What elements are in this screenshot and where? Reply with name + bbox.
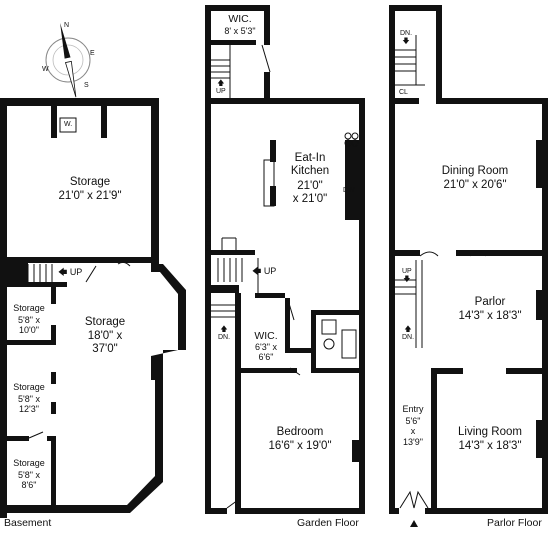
garden-stairs [211,44,301,509]
basement-fixture-label: W. [64,121,73,128]
room-name: Storage [13,303,45,313]
room-name: Storage [13,382,45,392]
basement-stair [27,261,131,283]
room-dims: 21'0" x 20'6" [443,179,507,191]
basement-walls [0,98,186,518]
parlor-floor-label: Parlor Floor [487,517,542,529]
parlor-stair-down-label-2: 🡅DN. [402,326,415,342]
room-name: Entry [402,404,424,414]
room-dims: 18'0" x 37'0" [87,330,123,356]
room-dims: 21'0" x 21'9" [58,190,122,202]
room-name: Storage [13,458,45,468]
room-name: Eat-In Kitchen [290,152,330,178]
room-name: Storage [84,316,126,328]
compass-north-label: N [64,22,70,29]
room-name: WIC. [254,330,278,342]
basement-stair-up-label: 🡄 UP [58,267,83,277]
stair-up-text: UP [263,266,277,276]
compass-east-label: E [90,50,95,57]
parlor-stair-up-label: UP🡇 [402,268,412,284]
closet-label: CL [399,89,408,96]
stair-down-text: DN. [218,334,231,342]
room-name: WIC. [228,13,252,25]
dishwasher-label: DW [343,187,355,194]
room-dims: 5'8" x 8'6" [18,470,40,491]
room-dims: 6'3" x 6'6" [255,342,277,363]
stair-up-text: UP [69,267,83,277]
parlor-stair-down-label-1: DN.🡇 [400,30,413,46]
room-name: Dining Room [441,165,509,177]
dimensions-disclaimer: ALL DIMENSIONS ARE APPROXIMATE [205,120,213,253]
garden-floor-walls [205,5,365,514]
room-dims: 14'3" x 18'3" [458,440,522,452]
room-dims: 5'8" x 12'3" [18,394,40,415]
garden-stair-down-label: 🡅DN. [218,326,231,342]
parlor-stairs [395,35,487,509]
room-name: Bedroom [276,426,324,438]
stair-down-text: DN. [400,30,413,37]
garden-floor-label: Garden Floor [297,517,359,529]
room-name: Parlor [474,296,506,308]
parlor-floor-walls [389,5,548,527]
garden-stair-up-label-1: 🡅UP [216,80,226,96]
room-dims: 14'3" x 18'3" [458,310,522,322]
room-dims: 5'6" x 13'9" [403,416,423,447]
basement-floor-label: Basement [4,517,52,529]
room-name: Storage [69,176,111,188]
compass-south-label: S [84,82,89,89]
stair-up-text: UP [402,268,412,275]
stair-up-text: UP [216,88,226,96]
room-dims: 21'0" x 21'0" [292,180,328,206]
garden-stair-up-label-2: 🡄 UP [252,266,277,276]
compass-west-label: W [42,66,49,73]
room-dims: 8' x 5'3" [224,26,256,36]
stair-down-text: DN. [402,334,415,342]
room-dims: 5'8" x 10'0" [18,315,40,336]
compass-rose [45,22,91,98]
room-dims: 16'6" x 19'0" [268,440,332,452]
room-name: Living Room [458,426,522,438]
